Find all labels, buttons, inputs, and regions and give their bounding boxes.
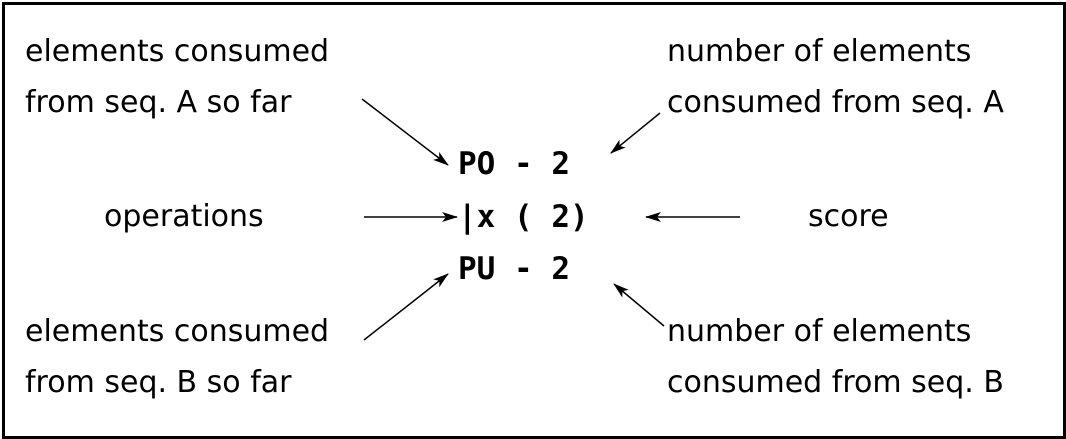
- label-elements-consumed-b-line1: elements consumed: [25, 314, 330, 349]
- label-number-consumed-a-line1: number of elements: [667, 34, 972, 69]
- label-score: score: [808, 199, 889, 234]
- label-number-consumed-b-line1: number of elements: [667, 314, 972, 349]
- code-line-sequence-a: PO - 2: [458, 146, 570, 182]
- label-operations: operations: [104, 199, 264, 234]
- label-number-consumed-a-line2: consumed from seq. A: [667, 85, 1004, 120]
- code-line-sequence-b: PU - 2: [458, 251, 570, 287]
- arrow-to-number-consumed-b: [613, 283, 665, 327]
- arrow-to-consumed-so-far-a: [361, 98, 449, 166]
- label-elements-consumed-a-line2: from seq. A so far: [25, 85, 292, 120]
- label-number-consumed-b-line2: consumed from seq. B: [667, 365, 1004, 400]
- label-elements-consumed-a-line1: elements consumed: [25, 34, 330, 69]
- arrow-to-consumed-so-far-b: [363, 273, 449, 341]
- code-line-operations: |x ( 2): [458, 199, 589, 235]
- arrow-to-number-consumed-a: [610, 112, 661, 154]
- label-elements-consumed-b-line2: from seq. B so far: [25, 365, 292, 400]
